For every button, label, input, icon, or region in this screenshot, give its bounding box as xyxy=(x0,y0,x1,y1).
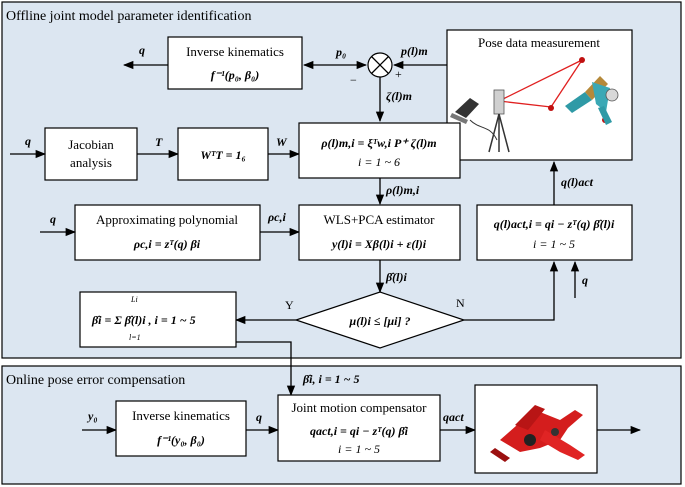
no-branch-arrow xyxy=(464,260,559,321)
jacobian-line1: Jacobian xyxy=(68,137,114,152)
joint-motion-compensator-range: i = 1 ~ 5 xyxy=(338,442,380,456)
zeta-label: ζ(l)m xyxy=(386,89,412,103)
q-act-bottom-label: qact xyxy=(443,410,464,424)
summing-junction-cross-b xyxy=(371,56,389,74)
beta-sum-formula: β̂i = Σ β̂(l)i , i = 1 ~ 5 xyxy=(91,313,196,327)
joint-motion-compensator-title: Joint motion compensator xyxy=(291,400,427,415)
rho-m-block xyxy=(298,122,461,179)
q-act-formula: q(l)act,i = qi − zᵀ(q) β̂(l)i xyxy=(494,217,615,231)
q-act-range: i = 1 ~ 5 xyxy=(533,237,575,251)
inverse-kinematics-top-block xyxy=(167,36,303,90)
w-label: W xyxy=(276,135,288,149)
convergence-decision-text: μ(l)i ≤ [μi] ? xyxy=(349,314,411,328)
no-label: N xyxy=(456,296,465,310)
inverse-kinematics-bottom-formula: f⁻¹(y₀, β₀) xyxy=(157,433,205,447)
convergence-decision-diamond xyxy=(294,291,466,349)
wls-pca-formula: y(l)i = Xβ(l)i + ε(l)i xyxy=(330,237,427,251)
inverse-kinematics-bottom-title: Inverse kinematics xyxy=(132,408,230,423)
beta-l-i-label: β̂(l)i xyxy=(385,270,407,284)
q-act-block xyxy=(476,204,633,261)
inverse-kinematics-top-title: Inverse kinematics xyxy=(186,44,284,59)
jacobian-analysis-block xyxy=(44,127,138,181)
inverse-kinematics-top-formula: f⁻¹(p₀, β₀) xyxy=(211,68,259,82)
inverse-kinematics-bottom-block xyxy=(115,400,247,457)
beta-transfer-label: β̂i, i = 1 ~ 5 xyxy=(302,372,360,386)
beta-sum-lower-limit: l=1 xyxy=(129,333,141,342)
weight-matrix-block xyxy=(177,127,269,181)
q-output-label: q xyxy=(139,43,145,57)
approximating-polynomial-title: Approximating polynomial xyxy=(96,212,238,227)
beta-sum-block xyxy=(79,291,237,348)
yes-label: Y xyxy=(285,298,294,312)
joint-motion-compensator-formula: qact,i = qi − zᵀ(q) β̂i xyxy=(310,424,409,438)
q-act-label: q(l)act xyxy=(561,175,594,189)
approximating-polynomial-block xyxy=(74,204,261,261)
pose-data-measurement-title: Pose data measurement xyxy=(478,35,600,50)
pm-label: p(l)m xyxy=(400,44,428,58)
q-jacobian-label: q xyxy=(25,134,31,148)
rho-m-formula: ρ(l)m,i = ξᵀw,i P⁺ ζ(l)m xyxy=(320,136,436,150)
rho-m-i-label: ρ(l)m,i xyxy=(385,183,420,197)
wls-pca-title: WLS+PCA estimator xyxy=(324,212,436,227)
q-approx-label: q xyxy=(50,212,56,226)
y0-label: y₀ xyxy=(86,409,98,423)
jacobian-line2: analysis xyxy=(70,155,112,170)
weight-matrix-formula: WᵀT = 1₆ xyxy=(200,148,245,162)
approximating-polynomial-formula: ρc,i = zᵀ(q) βi xyxy=(133,237,201,251)
p0-label: p₀ xyxy=(335,45,346,59)
offline-section-title: Offline joint model parameter identifica… xyxy=(6,9,251,24)
online-section-title: Online pose error compensation xyxy=(6,373,185,388)
robot-illustration xyxy=(490,405,585,462)
t-label: T xyxy=(155,135,163,149)
beta-sum-upper-limit: Li xyxy=(130,295,138,304)
rho-c-i-label: ρc,i xyxy=(267,210,287,224)
rho-m-range: i = 1 ~ 6 xyxy=(358,155,400,169)
plus-sign: + xyxy=(395,67,402,81)
q-right-label: q xyxy=(582,273,588,287)
beta-transfer-arrow xyxy=(236,341,296,397)
minus-sign: − xyxy=(350,73,357,87)
laser-tracker-robot-illustration xyxy=(450,57,619,153)
q-bottom-label: q xyxy=(256,410,262,424)
joint-motion-compensator-block xyxy=(277,394,441,462)
